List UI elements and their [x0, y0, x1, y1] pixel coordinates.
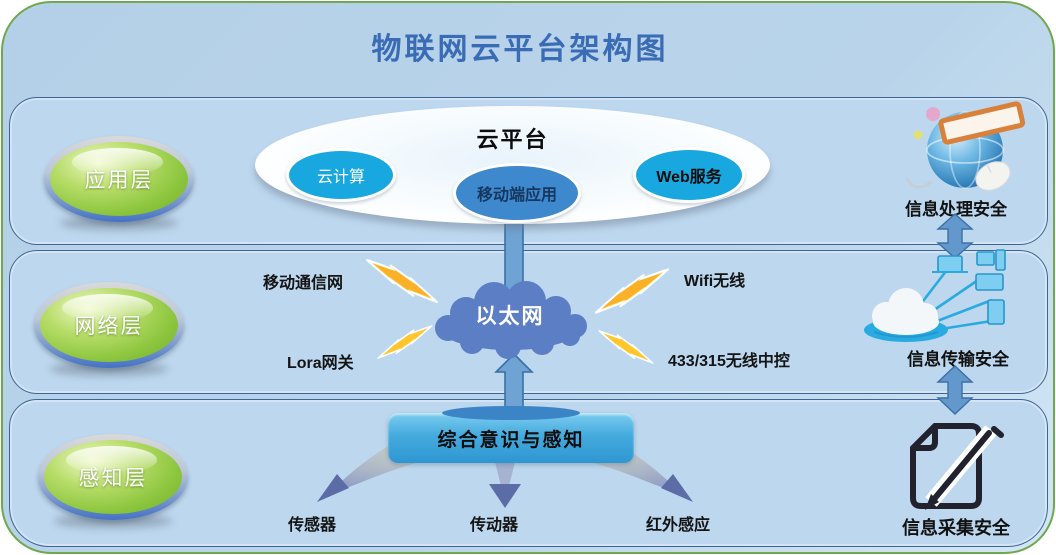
info-processing-security-label: 信息处理安全 [905, 200, 1007, 219]
badge-shadow [50, 362, 168, 376]
globe-edit-icon [905, 101, 1026, 191]
network-layer-badge: 网络层 [34, 282, 184, 368]
actuator-label: 传动器 [470, 517, 519, 534]
perception-layer-label: 感知层 [78, 467, 148, 490]
node-web-service: Web服务 [633, 147, 745, 203]
cloud-network-icon [864, 249, 1006, 342]
document-pencil-icon [910, 423, 1004, 510]
lora-gateway-label: Lora网关 [287, 355, 354, 372]
badge-shadow [60, 216, 178, 230]
application-layer-badge: 应用层 [44, 136, 194, 222]
ethernet-label: 以太网 [475, 305, 545, 328]
cloud-platform-title: 云平台 [476, 127, 549, 152]
network-layer-label: 网络层 [74, 315, 144, 338]
info-collection-security-label: 信息采集安全 [902, 518, 1010, 538]
info-transmission-security-label: 信息传输安全 [907, 350, 1009, 369]
perception-layer-badge: 感知层 [38, 434, 188, 520]
double-arrow-transmission-collection [936, 365, 974, 415]
perception-hub-box: 综合意识与感知 [388, 406, 634, 463]
infrared-label: 红外感应 [646, 517, 711, 534]
ethernet-cloud [435, 281, 587, 359]
sensor-label: 传感器 [288, 517, 337, 534]
lightning-bolt-nw [365, 258, 439, 304]
node-mobile-app: 移动端应用 [453, 163, 581, 223]
badge-gloss: 感知层 [44, 440, 182, 514]
badge-shadow [54, 514, 172, 528]
diagram-title: 物联网云平台架构图 [371, 33, 669, 66]
node-cloud-computing: 云计算 [286, 148, 396, 202]
lightning-bolt-se [598, 330, 654, 364]
wireless-control-label: 433/315无线中控 [668, 353, 790, 370]
badge-gloss: 网络层 [40, 288, 178, 362]
mobile-comm-net-label: 移动通信网 [263, 275, 344, 292]
badge-gloss: 应用层 [50, 142, 188, 216]
application-layer-label: 应用层 [84, 169, 154, 192]
wifi-wireless-label: Wifi无线 [684, 273, 746, 290]
lightning-bolt-ne [594, 268, 670, 314]
lightning-bolt-sw [377, 325, 433, 359]
